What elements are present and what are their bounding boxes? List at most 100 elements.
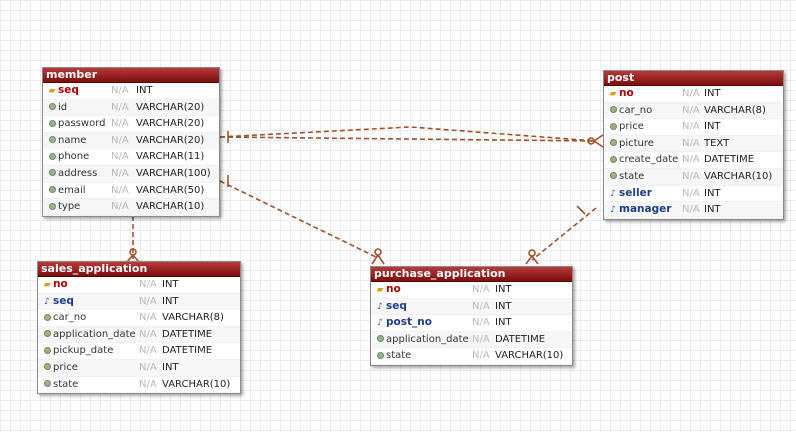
column-name: address [58,167,98,179]
column-name: seller [619,186,652,199]
column-type: INT [704,204,721,216]
nullability-label: N/A [111,201,129,213]
column-name: price [619,121,644,133]
column-name: manager [619,203,672,216]
column-name: phone [58,151,90,163]
relationship-member-post-manager[interactable] [219,136,597,142]
column-type: VARCHAR(100) [136,167,211,179]
column-dot-icon [46,100,58,116]
column-type: VARCHAR(11) [136,151,205,163]
column-dot-icon [46,166,58,182]
nullability-label: N/A [472,284,490,295]
nullability-label: N/A [111,118,129,130]
foreign-key-icon: ♪ [44,296,50,307]
column-type: INT [136,85,153,96]
table-title: member [43,68,219,83]
nullability-label: N/A [682,187,700,199]
column-name: no [619,87,634,99]
column-name: seq [53,294,74,307]
column-name: seq [386,299,407,312]
nullability-label: N/A [111,167,129,179]
column-row[interactable]: address N/A VARCHAR(100) [43,165,219,183]
relationship-member-post-seller[interactable] [219,126,597,142]
column-type: VARCHAR(8) [704,104,766,116]
column-dot-icon [41,310,53,326]
nullability-label: N/A [682,204,700,216]
column-dot-icon [41,360,53,376]
column-dot-icon [374,332,386,348]
many-marker [593,140,604,148]
nullability-label: N/A [472,350,490,362]
nullability-label: N/A [139,378,157,390]
column-type: INT [162,279,179,290]
column-name: application_date [386,333,469,345]
foreign-key-icon: ♪ [377,301,383,312]
one-marker [576,205,586,215]
column-name: password [58,118,106,130]
column-type: INT [495,284,512,295]
column-name: state [619,170,645,182]
column-dot-icon [374,348,386,364]
many-marker [371,254,379,265]
relationship-post-purchase-application[interactable] [531,207,597,261]
column-type: DATETIME [704,154,755,166]
column-type: VARCHAR(50) [136,184,205,196]
many-marker [587,137,595,145]
column-type: VARCHAR(20) [136,101,205,113]
column-name: type [58,201,81,213]
column-name: application_date [53,328,136,340]
key-icon: ▰ [609,89,617,99]
relationship-member-purchase-application[interactable] [219,180,379,259]
column-name: id [58,101,68,113]
many-marker [377,254,385,265]
nullability-label: N/A [472,333,490,345]
column-dot-icon [607,119,619,135]
nullability-label: N/A [139,279,157,290]
column-dot-icon [607,169,619,185]
column-dot-icon [46,149,58,165]
column-name: no [53,278,68,290]
column-name: price [53,361,78,373]
column-name: seq [58,84,79,96]
many-marker [593,134,604,142]
column-name: state [386,350,412,362]
column-type: INT [162,295,179,307]
column-type: VARCHAR(10) [162,378,231,390]
many-marker [374,248,382,256]
column-type: INT [495,300,512,312]
column-dot-icon [41,343,53,359]
